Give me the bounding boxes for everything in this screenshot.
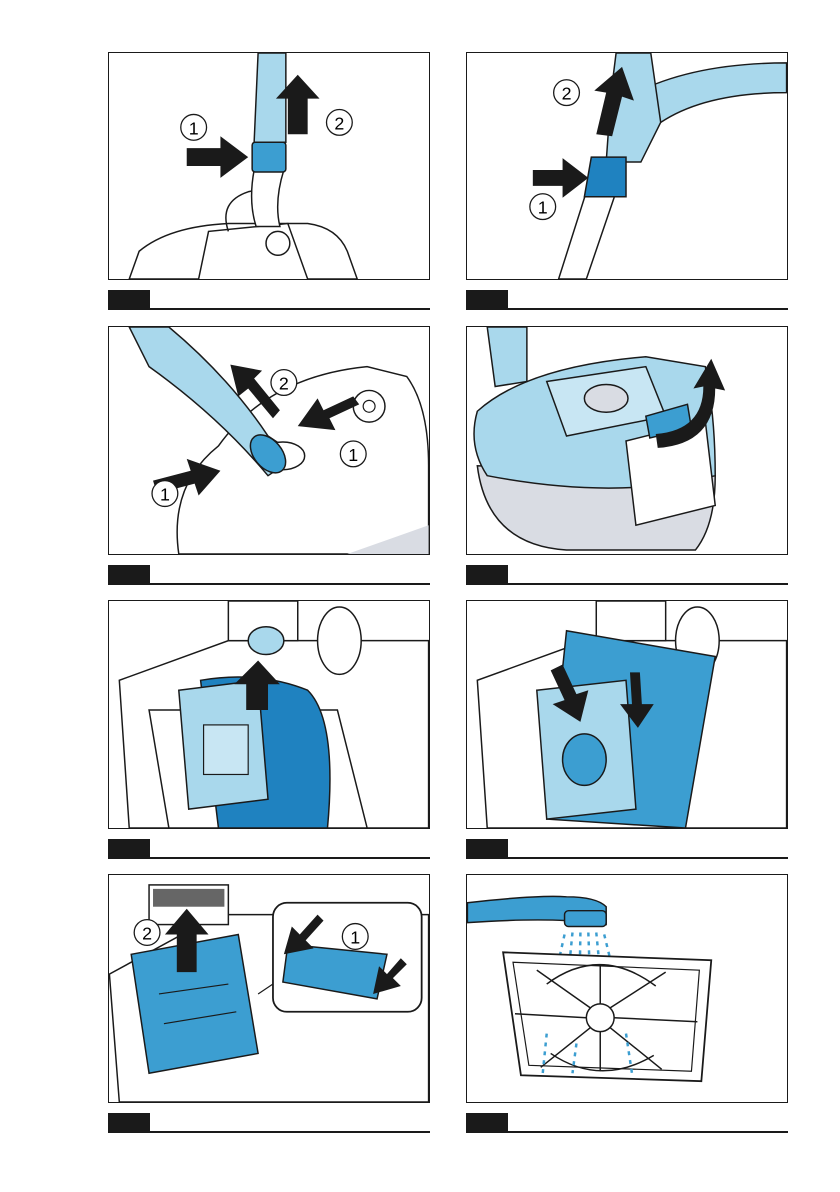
figure-4-panel <box>466 326 788 555</box>
step-2-label: 2 <box>142 923 152 943</box>
figure-3-rule <box>150 583 430 585</box>
figure-7-panel: 2 1 <box>108 874 430 1103</box>
figure-8-panel <box>466 874 788 1103</box>
figure-4-rule <box>508 583 788 585</box>
figure-3-panel: 2 1 1 <box>108 326 430 555</box>
figure-2-tag <box>466 290 508 310</box>
figure-8-rule <box>508 1131 788 1133</box>
figure-4-tag <box>466 565 508 585</box>
step-1-label: 1 <box>350 927 360 947</box>
step-1-label: 1 <box>348 445 358 465</box>
figure-6-tag <box>466 839 508 859</box>
figure-6-rule <box>508 857 788 859</box>
step-2-label: 2 <box>562 84 572 104</box>
figure-1-rule <box>150 308 430 310</box>
figure-2-rule <box>508 308 788 310</box>
figure-5-tag <box>108 839 150 859</box>
figure-7-tag <box>108 1113 150 1133</box>
figure-5-illustration <box>109 601 429 828</box>
figure-2-panel: 2 1 <box>466 52 788 280</box>
figure-8-tag <box>466 1113 508 1133</box>
figure-3-tag <box>108 565 150 585</box>
figure-1-tag <box>108 290 150 310</box>
figure-6-illustration <box>467 601 787 828</box>
figure-5-rule <box>150 857 430 859</box>
figure-5-panel <box>108 600 430 829</box>
step-1-label: 1 <box>189 118 199 138</box>
figure-7-rule <box>150 1131 430 1133</box>
step-2-label: 2 <box>279 373 289 393</box>
step-2-label: 2 <box>334 113 344 133</box>
figure-4-illustration <box>467 327 787 554</box>
figure-1-panel: 1 2 <box>108 52 430 280</box>
figure-6-panel <box>466 600 788 829</box>
step-1-label: 1 <box>160 484 170 504</box>
step-1-label: 1 <box>538 198 548 218</box>
figure-8-illustration <box>467 875 787 1102</box>
